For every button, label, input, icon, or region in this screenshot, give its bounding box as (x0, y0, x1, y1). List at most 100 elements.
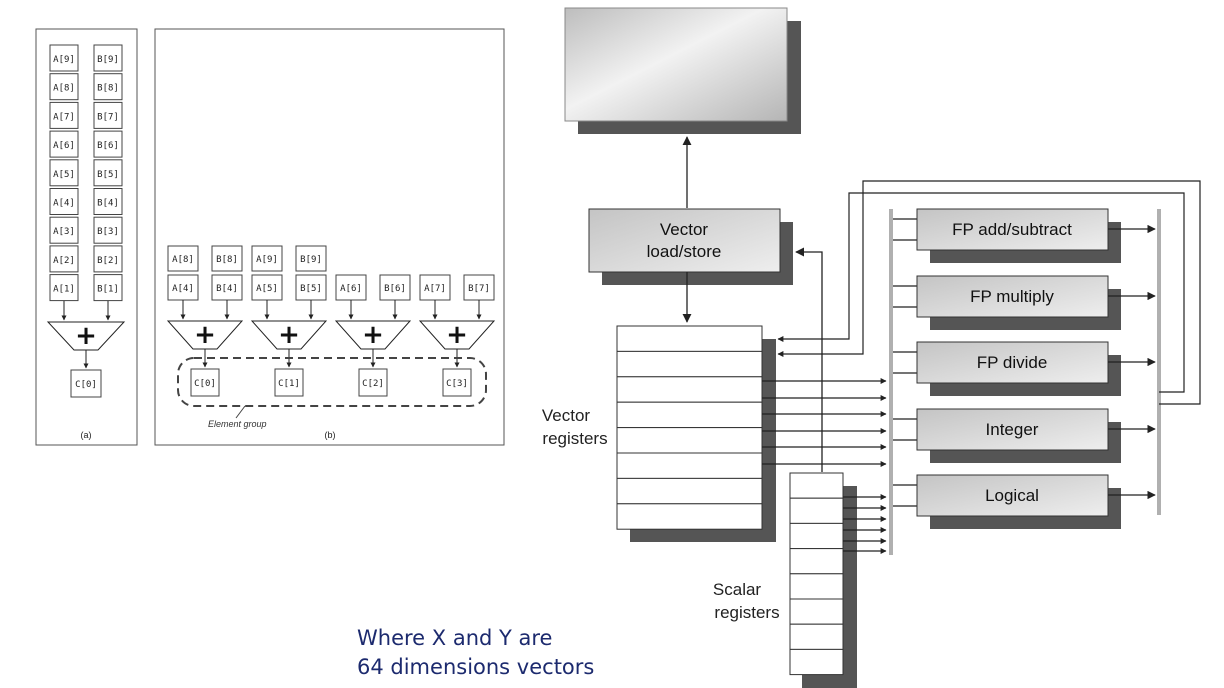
lane-cell (463, 274, 495, 301)
scalar-register (789, 548, 844, 575)
result-cell (274, 368, 304, 397)
panel-b: A[8]B[8]A[4]B[4]+C[0]A[9]B[9]A[5]B[5]+C[… (154, 28, 505, 446)
a-cell-label: A[8] (53, 84, 75, 94)
lane-cell (211, 245, 243, 272)
lane-cell (379, 274, 411, 301)
a-cell (49, 216, 79, 244)
vector-registers-label-line2: registers (542, 429, 607, 448)
result-label: C[0] (75, 380, 97, 390)
scalar-register-file (789, 472, 844, 676)
scalar-registers-label-line1: Scalar (713, 580, 762, 599)
a-cell (49, 274, 79, 302)
lane-cell-label: A[8] (172, 255, 194, 265)
result-label: C[3] (446, 379, 468, 389)
b-cell (93, 216, 123, 244)
scalar-register (789, 648, 844, 676)
a-cell-label: A[6] (53, 141, 75, 151)
plus-operator: + (75, 321, 97, 351)
a-cell (49, 245, 79, 273)
lane-cell-label: A[5] (256, 284, 278, 294)
lane-cell (251, 245, 283, 272)
lane-cell (419, 274, 451, 301)
panel-a-caption: (a) (81, 430, 92, 440)
vector-registers-label-line1: Vector (542, 406, 591, 425)
b-cell-label: B[6] (97, 141, 119, 151)
a-cell (49, 159, 79, 187)
functional-unit (916, 208, 1109, 251)
panel-a-frame (35, 28, 138, 446)
b-cell-label: B[2] (97, 256, 119, 266)
b-cell (93, 188, 123, 215)
functional-unit-label: FP add/subtract (952, 220, 1072, 239)
scalar-register (789, 522, 844, 550)
lane-cell (295, 245, 327, 272)
adder-trapezoid (418, 320, 496, 350)
vector-register (616, 325, 763, 352)
b-cell-label: B[8] (97, 84, 119, 94)
result-label: C[1] (278, 379, 300, 389)
scalar-register (789, 497, 844, 524)
vector-register (616, 452, 763, 479)
functional-unit (916, 474, 1109, 517)
lane-cell-label: B[6] (384, 284, 406, 294)
lane-cell-label: B[7] (468, 284, 490, 294)
result-cell (358, 368, 388, 397)
a-cell (49, 101, 79, 129)
lane-cell-label: B[8] (216, 255, 238, 265)
b-cell (93, 274, 123, 302)
plus-operator: + (446, 320, 468, 350)
lane-cell-label: A[7] (424, 284, 446, 294)
vector-register (616, 350, 763, 378)
result-label: C[0] (194, 379, 216, 389)
scalar-register (789, 573, 844, 600)
a-cell-label: A[3] (53, 227, 75, 237)
scalar-registers-label-line2: registers (714, 603, 779, 622)
lane-cell-label: B[4] (216, 284, 238, 294)
a-cell-label: A[2] (53, 256, 75, 266)
result-cell (190, 368, 220, 397)
b-cell (93, 101, 123, 129)
caption-line-2: 64 dimensions vectors (357, 655, 595, 679)
b-cell (93, 73, 123, 101)
b-cell-label: B[1] (97, 285, 119, 295)
plus-operator: + (362, 320, 384, 350)
vector-register (616, 427, 763, 454)
adder-trapezoid (250, 320, 328, 350)
b-cell-label: B[5] (97, 170, 119, 180)
scalar-register (789, 623, 844, 650)
a-cell (49, 130, 79, 158)
vector-register (616, 376, 763, 403)
a-cell-label: A[1] (53, 285, 75, 295)
lane-cell (167, 245, 199, 272)
b-cell (93, 245, 123, 273)
result-label: C[2] (362, 379, 384, 389)
load-store-label-line1: Vector (660, 220, 709, 239)
b-cell-label: B[4] (97, 199, 119, 209)
scalar-register (789, 598, 844, 625)
a-cell-label: A[4] (53, 199, 75, 209)
b-cell (93, 44, 123, 72)
load-store-label-line2: load/store (647, 242, 722, 261)
a-cell (49, 73, 79, 101)
panel-b-caption: (b) (325, 430, 336, 440)
element-group-outline (177, 357, 487, 407)
functional-unit (916, 408, 1109, 451)
adder-trapezoid (46, 321, 126, 351)
vector-register (616, 401, 763, 429)
caption-line-1: Where X and Y are (357, 626, 553, 650)
caption: Where X and Y are 64 dimensions vectors (357, 624, 594, 682)
lane-cell-label: B[5] (300, 284, 322, 294)
lane-cell-label: A[9] (256, 255, 278, 265)
plus-operator: + (278, 320, 300, 350)
result-cell (70, 369, 102, 398)
functional-unit-label: FP multiply (970, 287, 1054, 306)
adder-trapezoid (334, 320, 412, 350)
functional-unit-label: FP divide (977, 353, 1048, 372)
input-crossbar (889, 209, 893, 555)
b-cell (93, 159, 123, 187)
adder-trapezoid (166, 320, 244, 350)
lane-cell (211, 274, 243, 301)
functional-unit (916, 341, 1109, 384)
lane-cell-label: A[6] (340, 284, 362, 294)
output-crossbar (1157, 209, 1161, 515)
